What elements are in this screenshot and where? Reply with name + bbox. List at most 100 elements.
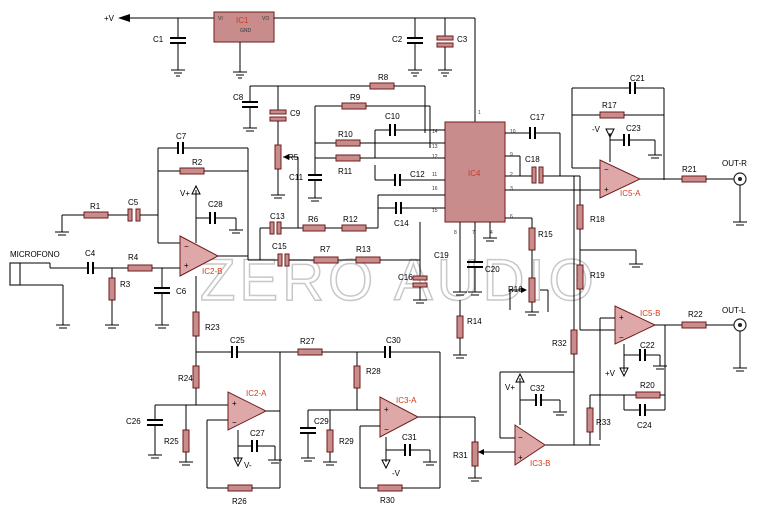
label-c31: C31 [402,433,417,442]
label-r23: R23 [205,323,220,332]
resistor-r6 [302,224,326,232]
opamp-ic3a [379,396,420,438]
label-r21: R21 [682,165,697,174]
ic2a-ic3a-stage: R21 R23 C25 R27 C30 R24 C26 R25 IC2-A +− [126,311,476,506]
resistor-r14 [456,315,464,339]
label-c3: C3 [457,35,468,44]
resistor-r17 [599,111,625,119]
label-r13: R13 [356,245,371,254]
label-c25: C25 [230,336,245,345]
label-c11: C11 [289,173,304,182]
svg-text:10: 10 [510,129,516,135]
label-r28: R28 [366,367,381,376]
resistor-r33 [586,407,594,433]
svg-text:1: 1 [478,110,481,116]
label-r5: R5 [288,153,299,162]
resistor-r20 [635,391,661,399]
potentiometer-r16 [528,277,536,303]
ic5a-label: IC5-A [620,189,641,198]
label-c26: C26 [126,417,141,426]
label-r20: R20 [640,381,655,390]
resistor-r13 [355,256,381,264]
label-c18: C18 [525,155,540,164]
ic5b-stage: IC5-B +− R22 OUT-L +V C22 R20 C24 [580,305,747,440]
ic1-pin-vi: VI [218,16,223,22]
label-r33: R33 [596,418,611,427]
vminus-label-ic2a: V- [244,461,252,470]
svg-text:−: − [518,433,523,442]
svg-text:+: + [232,399,237,408]
resistor-r11 [335,154,361,162]
svg-text:16: 16 [432,186,438,192]
svg-text:−: − [232,418,237,427]
resistor-r9 [341,102,367,110]
resistor-r1 [83,211,109,219]
label-c27: C27 [250,429,265,438]
svg-text:+: + [384,405,389,414]
resistor-r27 [297,348,323,356]
resistor-r24 [192,365,200,389]
svg-text:15: 15 [432,208,438,214]
label-r8: R8 [378,73,389,82]
label-r10: R10 [338,130,353,139]
svg-text:−: − [604,165,609,174]
out-r-label: OUT-R [722,159,747,168]
label-r2: R2 [192,158,203,167]
opamp-ic3b [514,424,546,466]
label-r27: R27 [300,337,315,346]
label-r29: R29 [339,437,354,446]
svg-text:9: 9 [510,152,513,158]
label-r26: R26 [232,497,247,506]
label-c4: C4 [85,249,96,258]
svg-text:3: 3 [510,186,513,192]
potentiometer-r5 [274,144,282,170]
resistor-r26 [227,484,253,492]
resistor-r8 [369,82,395,90]
label-c15: C15 [272,242,287,251]
minus-v-label-ic5a: -V [592,125,601,134]
label-c8: C8 [233,93,244,102]
ic1-label: IC1 [236,16,249,25]
label-r25: R25 [164,437,179,446]
resistor-r3 [108,277,116,301]
ic5b-label: IC5-B [640,309,660,318]
vplus-label-ic2: V+ [180,189,190,198]
label-r30: R30 [380,496,395,505]
svg-text:6: 6 [510,214,513,220]
label-r11: R11 [338,167,353,176]
svg-text:14: 14 [432,129,438,135]
svg-text:+: + [184,261,189,270]
svg-text:8: 8 [454,230,457,236]
label-r6: R6 [308,215,319,224]
resistor-r2 [179,167,205,175]
label-c14: C14 [394,219,409,228]
opamp-ic2a [227,391,268,431]
label-r22: R22 [688,310,703,319]
label-r1: R1 [90,202,101,211]
label-c2: C2 [392,35,403,44]
label-c19: C19 [434,251,449,260]
mic-label: MICROFONO [10,250,60,259]
label-c12: C12 [410,170,425,179]
label-r14: R14 [467,317,482,326]
plus-v-label-ic5b: +V [605,369,616,378]
minus-v-label-ic3a: -V [392,469,401,478]
label-c21: C21 [630,74,645,83]
svg-text:+: + [604,185,609,194]
vcc-label: +V [104,14,115,23]
c15-r7-r13-path: C15 R7 R13 C16 C19 C20 R12 R14 [262,222,500,359]
label-c13: C13 [270,212,285,221]
ic4-input-network: R8 C8 C9 R5 R9 C10 R10 [233,73,445,260]
svg-text:11: 11 [432,172,437,178]
resistor-r22 [681,321,707,329]
label-c1: C1 [153,35,164,44]
resistor-r29 [326,429,334,453]
ic1-gnd-label: GND [240,28,252,34]
resistor-r4 [127,264,153,272]
resistor-r18 [576,204,584,230]
opamp-ic5a [599,159,642,199]
label-r24: R24 [178,374,193,383]
label-c9: C9 [290,109,301,118]
ic1-regulator [213,11,275,43]
